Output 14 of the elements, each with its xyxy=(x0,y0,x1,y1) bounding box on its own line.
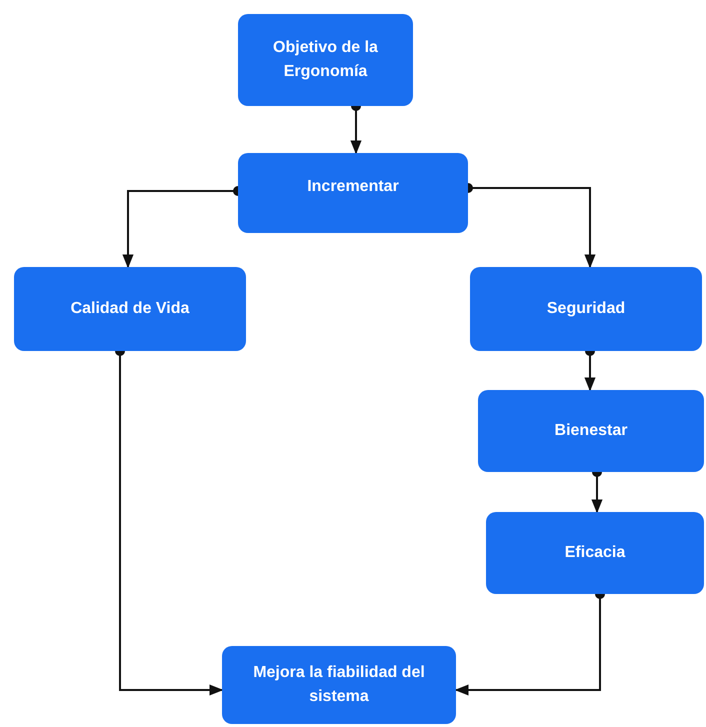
process-box xyxy=(222,646,456,724)
box-label: Calidad de Vida xyxy=(70,299,190,319)
process-box xyxy=(238,14,413,106)
box-label: Incrementar xyxy=(307,177,399,197)
box-label: Seguridad xyxy=(546,299,626,319)
box-label: Bienestar xyxy=(554,421,628,441)
process-box xyxy=(478,390,704,472)
process-box xyxy=(486,512,704,594)
process-box xyxy=(238,153,468,233)
box-label: Mejora la fiabilidad del sistema xyxy=(252,663,426,707)
box-label: Objetivo de la Ergonomía xyxy=(272,38,379,82)
process-box xyxy=(470,267,702,351)
process-box xyxy=(14,267,246,351)
box-label: Eficacia xyxy=(564,543,626,563)
